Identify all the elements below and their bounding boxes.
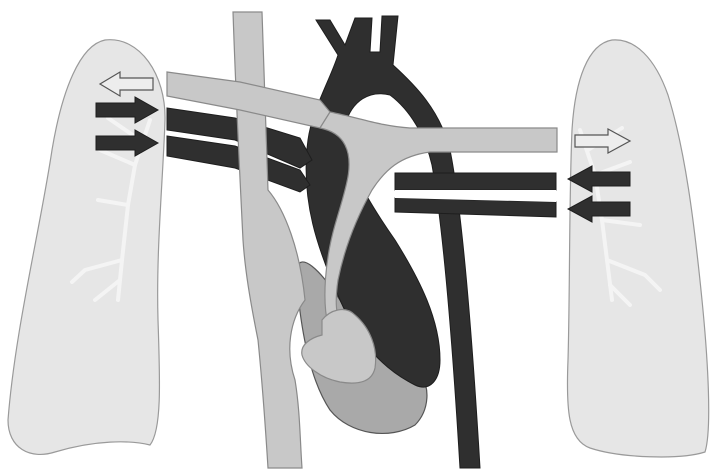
pulmonary-veins-right xyxy=(395,173,556,217)
right-flow-arrows xyxy=(568,129,630,222)
left-flow-arrows xyxy=(96,72,158,156)
right-pulmonary-vein-upper xyxy=(395,173,556,190)
